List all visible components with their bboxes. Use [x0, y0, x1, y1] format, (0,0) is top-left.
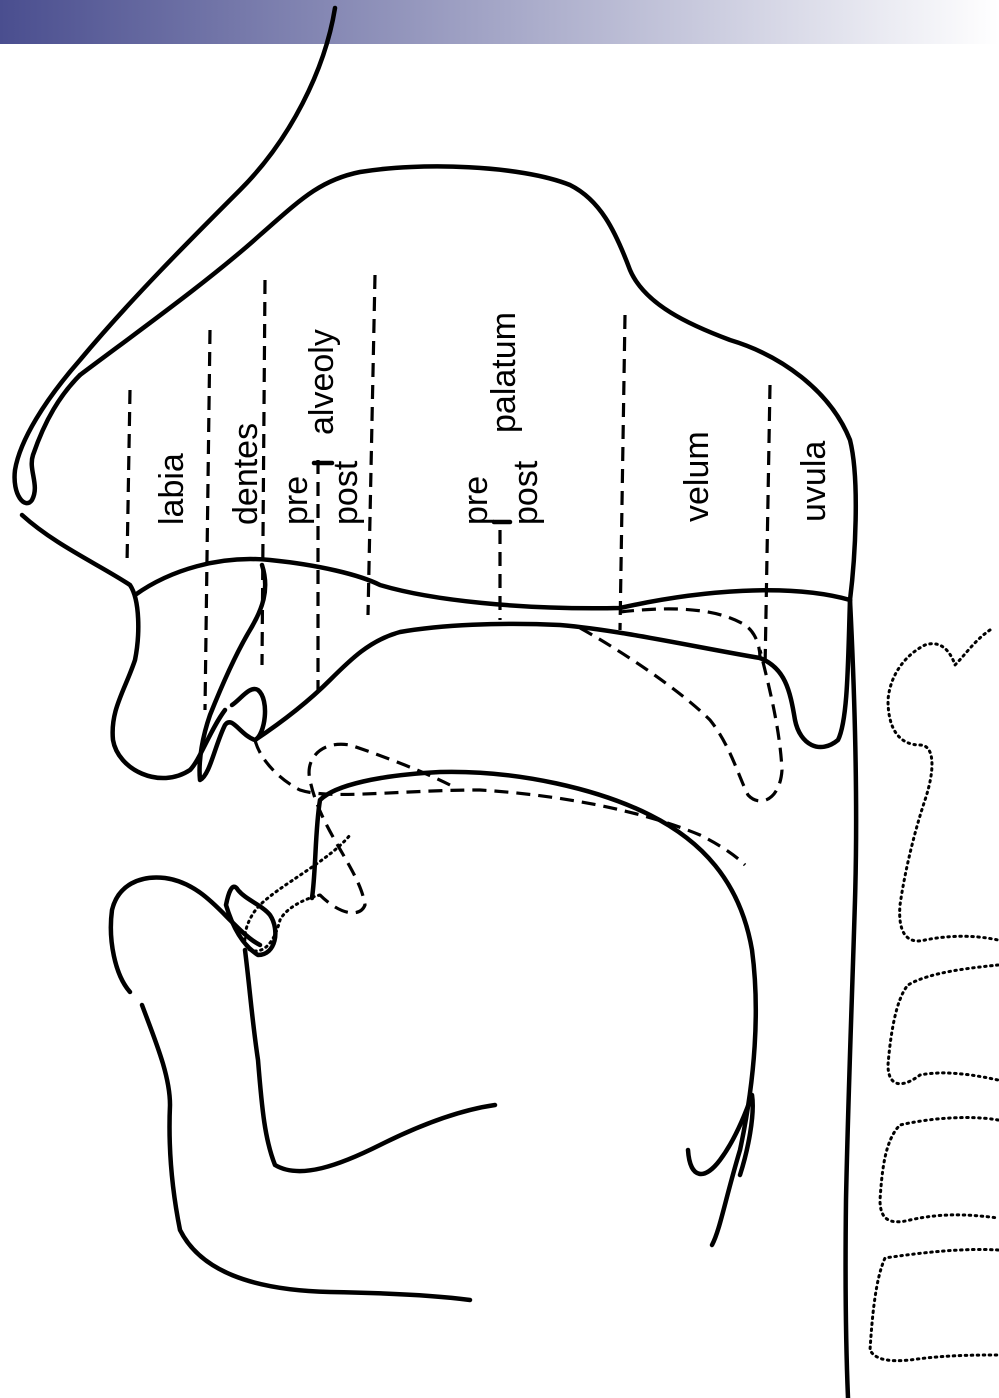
label-velum: velum — [678, 431, 716, 522]
label-uvula: uvula — [795, 441, 833, 522]
tongue-solid — [312, 772, 756, 1245]
header-banner — [0, 0, 999, 44]
vertebra-3 — [880, 1118, 998, 1222]
divider-palatum-post — [620, 315, 625, 630]
label-palatum-post: post — [507, 460, 545, 525]
vertebra-2 — [888, 965, 998, 1084]
velum-upper-dashed — [620, 609, 760, 658]
label-labia: labia — [153, 453, 191, 525]
divider-dentes — [205, 330, 210, 710]
upper-incisor — [200, 565, 266, 780]
chin-outline — [142, 1005, 470, 1300]
uvula-outline — [760, 600, 850, 747]
velum-lowered-dashed — [580, 628, 782, 801]
vertebra-1 — [888, 630, 998, 941]
palate-lower-line — [255, 624, 760, 740]
divider-alveoly-post — [368, 275, 375, 615]
jaw-floor — [245, 950, 495, 1171]
palate-upper-line — [135, 559, 850, 608]
tongue-dashed — [255, 740, 745, 865]
tongue-tip-dashed — [309, 744, 450, 913]
nose-outline — [15, 8, 335, 503]
vertebra-4 — [870, 1249, 998, 1360]
upper-lip-outline — [22, 515, 225, 778]
label-alveoly-post: post — [327, 460, 365, 525]
label-dentes: dentes — [227, 423, 265, 525]
label-palatum: palatum — [485, 312, 523, 433]
label-alveoly: alveoly — [303, 329, 341, 435]
label-alveoly-pre: pre — [277, 476, 315, 525]
label-palatum-pre: pre — [457, 476, 495, 525]
divider-labia — [127, 390, 130, 565]
tongue-tip-dotted — [245, 835, 350, 951]
divider-velum — [765, 385, 770, 670]
pharynx-wall — [846, 600, 857, 1398]
